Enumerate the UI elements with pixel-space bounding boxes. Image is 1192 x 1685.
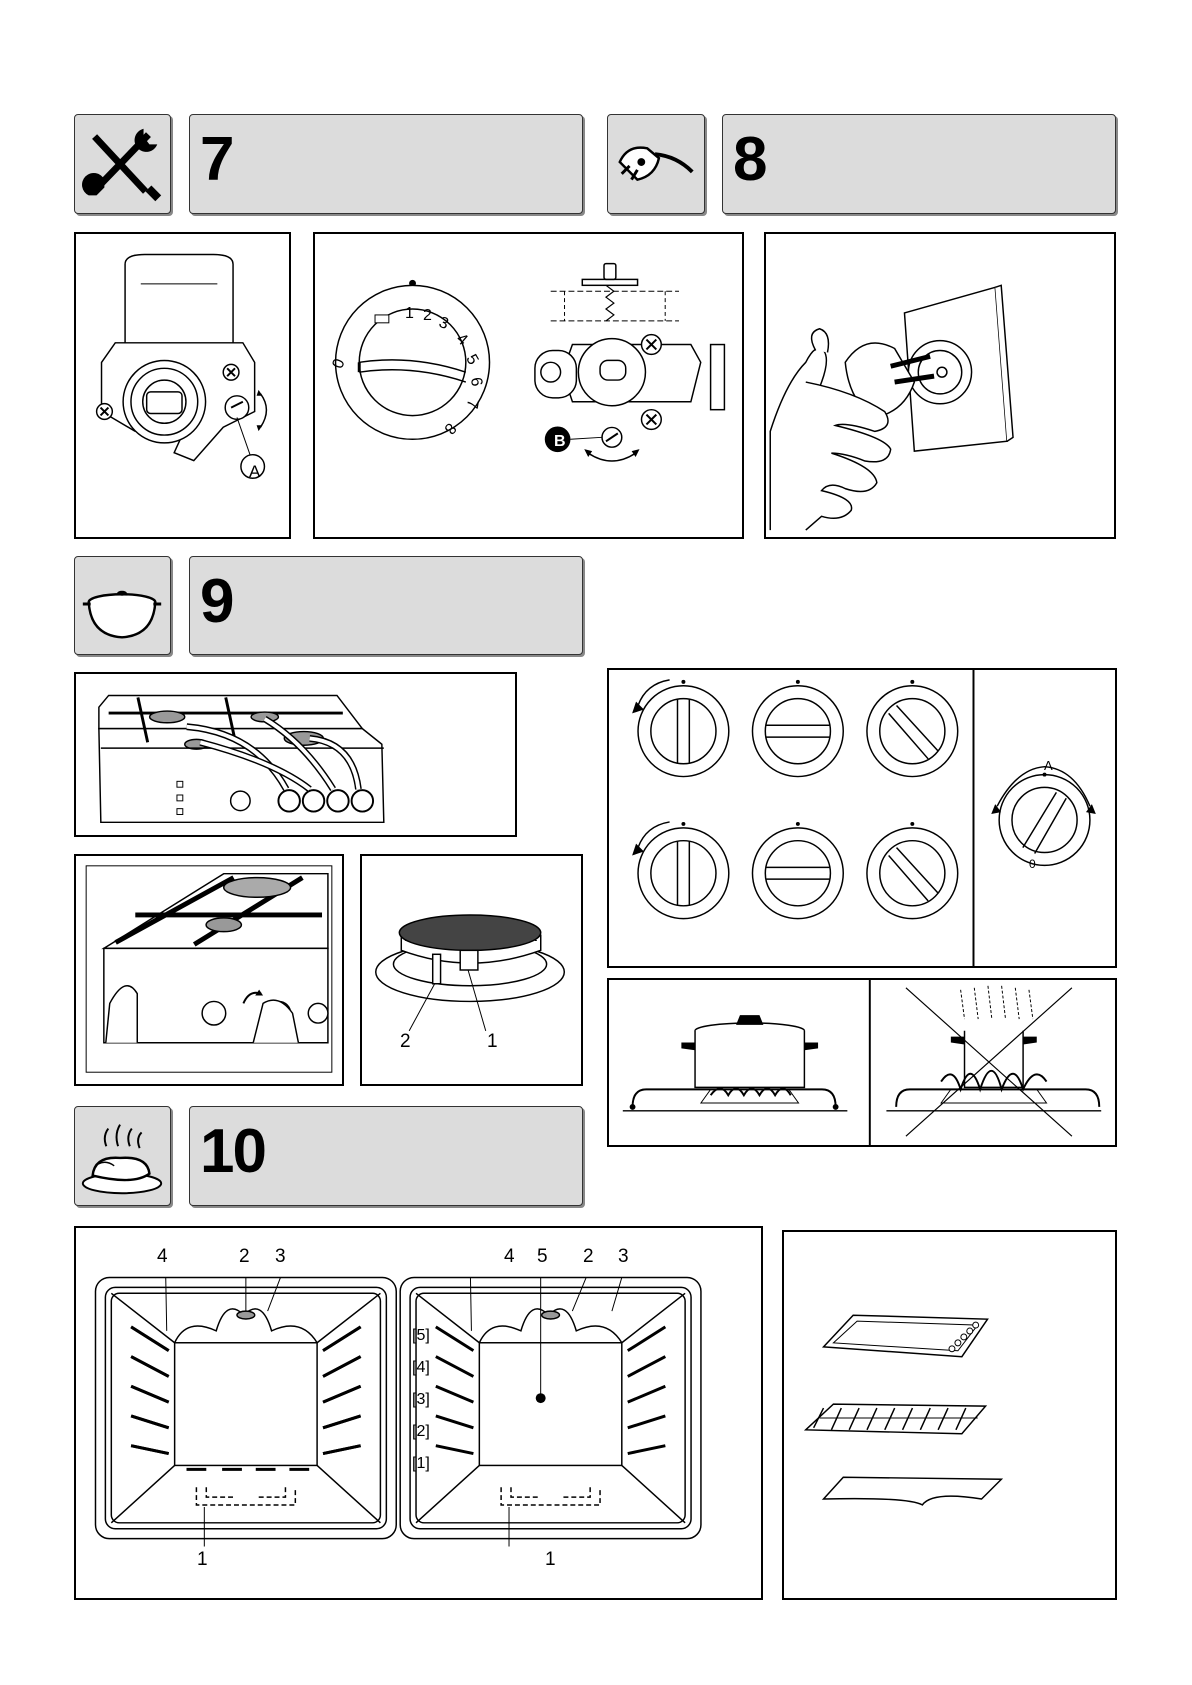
section-8-icon-box xyxy=(607,114,705,214)
gas-tap-drawing xyxy=(76,234,289,537)
section-10-number: 10 xyxy=(200,1121,265,1183)
oven-left-label-3: 3 xyxy=(275,1247,286,1266)
section-7-icon-box xyxy=(74,114,171,214)
figure-oven-cavities: 4 2 3 1 4 5 2 3 1 [5] [4] [3] [2] [1] xyxy=(74,1226,763,1600)
figure-hob-controls-map xyxy=(74,672,517,837)
shelf-level-5: [5] xyxy=(412,1328,430,1344)
oven-right-label-5: 5 xyxy=(537,1247,548,1266)
oven-left-label-4: 4 xyxy=(157,1247,168,1266)
oven-right-label-3: 3 xyxy=(618,1247,629,1266)
section-7-header: 7 xyxy=(189,114,583,214)
dial-valve-drawing xyxy=(315,234,742,537)
figure-knob-positions: A 0 xyxy=(607,668,1117,968)
figure-burner-parts: 2 1 xyxy=(360,854,583,1086)
burner-drawing xyxy=(362,856,581,1084)
oven-cavities-drawing xyxy=(76,1228,761,1598)
section-8-header: 8 xyxy=(722,114,1116,214)
shelf-level-1: [1] xyxy=(412,1456,430,1472)
callout-a: A xyxy=(249,462,260,481)
shelf-level-4: [4] xyxy=(412,1360,430,1376)
oven-left-label-2: 2 xyxy=(239,1247,250,1266)
knob-positions-drawing xyxy=(609,670,1115,966)
burner-label-1: 1 xyxy=(487,1032,498,1051)
figure-pot-flame-size xyxy=(607,978,1117,1147)
hob-map-drawing xyxy=(76,674,515,835)
roast-chicken-icon xyxy=(75,1107,170,1205)
oven-right-label-2: 2 xyxy=(583,1247,594,1266)
section-7-number: 7 xyxy=(200,129,232,191)
wrench-screwdriver-icon xyxy=(75,115,170,213)
plug-socket-drawing xyxy=(766,234,1114,537)
ignition-drawing xyxy=(76,856,342,1084)
burner-label-2: 2 xyxy=(400,1032,411,1051)
section-8-number: 8 xyxy=(733,129,765,191)
callout-b: B xyxy=(554,434,566,450)
pot-flame-drawing xyxy=(609,980,1115,1145)
oven-right-label-4: 4 xyxy=(504,1247,515,1266)
shelf-level-2: [2] xyxy=(412,1424,430,1440)
plug-icon xyxy=(608,115,704,213)
oven-right-label-1: 1 xyxy=(545,1550,556,1569)
section-9-number: 9 xyxy=(200,571,232,633)
dial-mark-2: 2 xyxy=(423,308,432,324)
figure-plug-socket xyxy=(764,232,1116,539)
figure-ignition-press xyxy=(74,854,344,1086)
figure-oven-accessories xyxy=(782,1230,1117,1600)
section-10-header: 10 xyxy=(189,1106,583,1206)
section-10-icon-box xyxy=(74,1106,171,1206)
accessories-drawing xyxy=(784,1232,1115,1598)
figure-gas-tap-bypass: A xyxy=(74,232,291,539)
dial-mark-1: 1 xyxy=(405,306,414,322)
cooking-pot-icon xyxy=(75,557,170,654)
knob-zero-label: 0 xyxy=(1029,856,1036,872)
knob-label-a: A xyxy=(1044,758,1053,774)
section-9-header: 9 xyxy=(189,556,583,655)
figure-dial-and-valve: 0 1 2 3 4 5 6 7 8 B xyxy=(313,232,744,539)
oven-left-label-1: 1 xyxy=(197,1550,208,1569)
shelf-level-3: [3] xyxy=(412,1392,430,1408)
section-9-icon-box xyxy=(74,556,171,655)
